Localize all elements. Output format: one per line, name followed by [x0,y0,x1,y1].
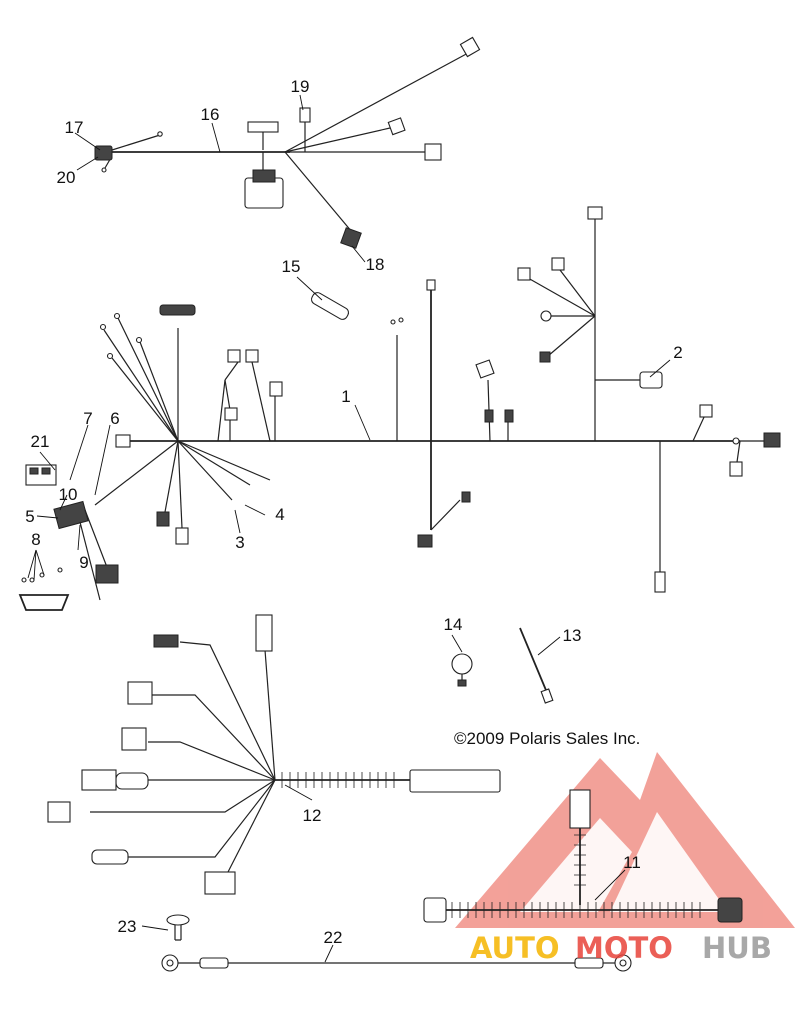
watermark-logo [455,752,795,928]
callout-15: 15 [282,257,301,276]
callout-23: 23 [118,917,137,936]
callout-6: 6 [110,409,119,428]
callout-19: 19 [291,77,310,96]
leader-lines [27,94,671,963]
brand-part3: HUB [702,931,772,965]
callout-4: 4 [275,505,284,524]
logo-mountain-inner2 [610,812,728,912]
sub-harness-12 [47,614,501,895]
callout-22: 22 [324,928,343,947]
callout-8: 8 [31,530,40,549]
sub-harness-16 [94,36,481,249]
callout-20: 20 [57,168,76,187]
brand-part1: AUTO [470,931,560,965]
watermark-text: AUTO MOTO HUB [470,931,772,965]
callout-14: 14 [444,615,463,634]
brand-part2: MOTO [575,931,673,965]
callout-17: 17 [65,118,84,137]
copyright-text: ©2009 Polaris Sales Inc. [454,729,640,748]
loose-parts [161,292,632,972]
callout-18: 18 [366,255,385,274]
logo-mountain-outer [455,752,795,928]
callout-12: 12 [303,806,322,825]
callout-3: 3 [235,533,244,552]
callout-16: 16 [201,105,220,124]
sub-harness-11 [423,789,743,923]
callout-2: 2 [673,343,682,362]
callout-9: 9 [79,553,88,572]
callout-10: 10 [59,485,78,504]
callout-11: 11 [623,853,641,872]
callout-21: 21 [31,432,50,451]
callout-1: 1 [341,387,350,406]
callout-5: 5 [25,507,34,526]
callout-7: 7 [83,409,92,428]
callout-13: 13 [563,626,582,645]
main-harness-1 [94,206,781,593]
bracket-assembly [18,464,119,611]
callouts: 1 2 3 4 5 6 7 8 9 10 11 12 13 14 15 16 1… [25,77,682,947]
